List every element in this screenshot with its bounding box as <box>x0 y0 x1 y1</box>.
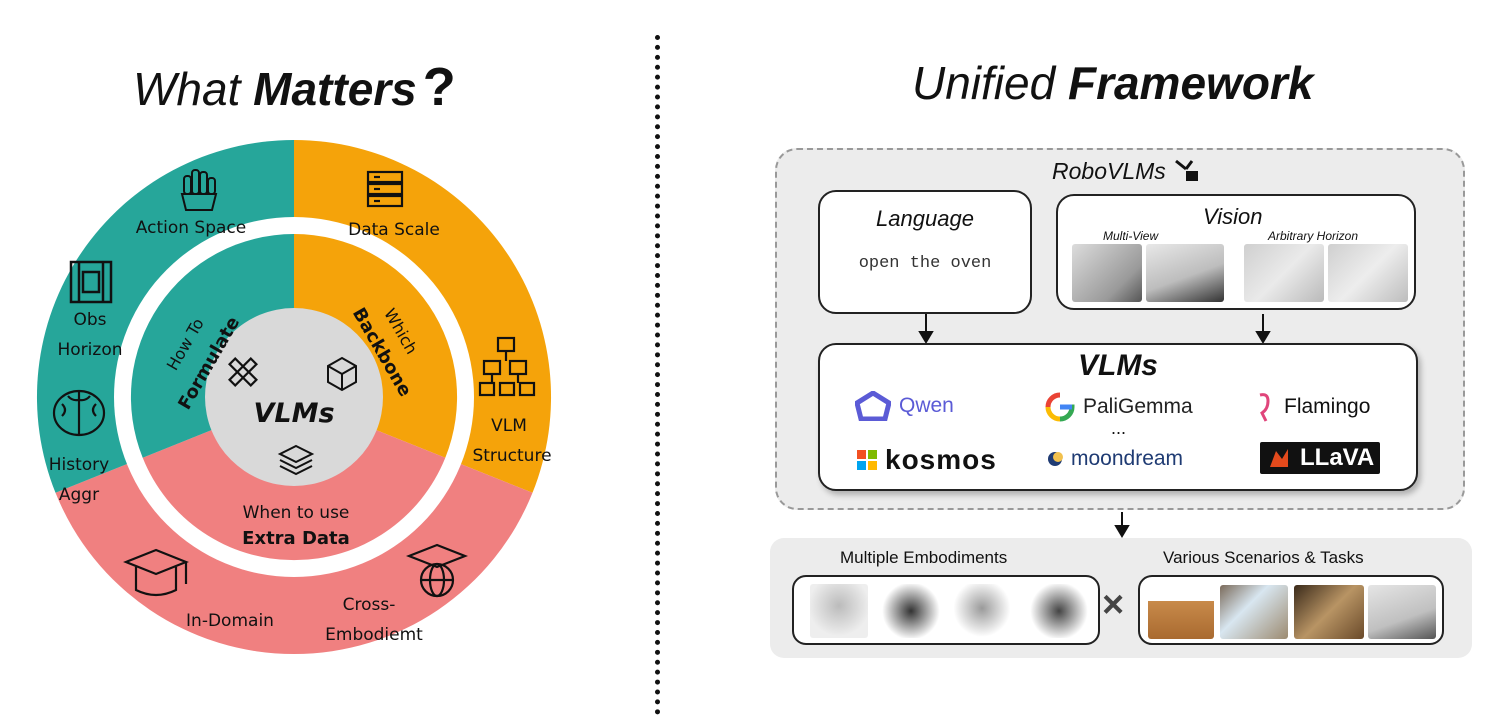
vlms-box: VLMs <box>818 343 1418 491</box>
arrows <box>918 314 1271 538</box>
robot-hand-icon <box>180 169 218 211</box>
vlm-structure-label-1: VLM <box>491 416 527 436</box>
vertical-divider <box>655 35 660 715</box>
multi-view-photo-1 <box>1072 244 1142 302</box>
qwen-icon <box>855 391 891 421</box>
data-scale-label: Data Scale <box>348 220 440 240</box>
google-g-icon <box>1045 392 1075 422</box>
center-disc <box>205 308 383 486</box>
embodiment-robot-2 <box>880 584 942 638</box>
scenario-photo-2 <box>1220 585 1288 639</box>
horizon-photo-2 <box>1328 244 1408 302</box>
language-box: Language open the oven <box>818 190 1032 314</box>
vlm-structure-label-2: Structure <box>472 446 551 466</box>
scenario-photo-4 <box>1368 585 1436 639</box>
scenario-photo-3 <box>1294 585 1364 639</box>
hierarchy-icon <box>478 336 536 397</box>
embodiment-robot-4 <box>1028 584 1090 638</box>
extra-data-label: Extra Data <box>242 528 350 549</box>
left-title: What Matters? <box>133 57 456 117</box>
qwen-logo: Qwen <box>855 391 954 421</box>
llava-logo: LLaVA <box>1260 442 1381 474</box>
cross-embodiment-label-2: Embodiemt <box>325 625 423 645</box>
brain-icon <box>52 389 106 437</box>
pencil-ruler-icon <box>228 357 258 387</box>
microsoft-icon <box>857 450 877 470</box>
obs-horizon-label-2: Horizon <box>58 340 123 360</box>
right-title: Unified Framework <box>912 57 1314 109</box>
globe-graduation-icon <box>405 543 469 598</box>
moon-icon <box>1048 452 1063 466</box>
what-matters-diagram: VLMs Action Space Obs Horizon History Ag… <box>36 139 552 655</box>
history-aggr-label-1: History <box>49 455 109 475</box>
embodiment-robot-1 <box>810 584 868 638</box>
server-stack-icon <box>366 170 404 208</box>
paligemma-logo: PaliGemma <box>1045 392 1193 422</box>
multiple-embodiments-label: Multiple Embodiments <box>840 548 1008 567</box>
graduation-cap-icon <box>123 548 189 597</box>
moondream-logo: moondream <box>1047 447 1183 471</box>
scenario-photo-1 <box>1148 585 1214 639</box>
horizon-photo-1 <box>1244 244 1324 302</box>
various-scenarios-label: Various Scenarios & Tasks <box>1163 548 1364 567</box>
language-title: Language <box>876 206 974 231</box>
film-strip-icon <box>69 260 113 304</box>
center-label: VLMs <box>253 398 334 429</box>
multi-view-label: Multi-View <box>1103 229 1159 243</box>
vision-title: Vision <box>1203 204 1263 229</box>
layers-icon <box>277 444 315 476</box>
when-to-use-label: When to use <box>243 503 350 523</box>
flamingo-logo: Flamingo <box>1252 391 1370 423</box>
arbitrary-horizon-label: Arbitrary Horizon <box>1268 229 1359 243</box>
embodiment-robot-3 <box>954 584 1010 638</box>
history-aggr-label-2: Aggr <box>59 485 99 505</box>
kosmos-logo: kosmos <box>857 444 997 476</box>
more-models-ellipsis: ... <box>1111 418 1127 438</box>
flamingo-icon <box>1259 393 1270 422</box>
in-domain-label: In-Domain <box>186 611 274 631</box>
times-symbol: × <box>1102 584 1125 626</box>
action-space-label: Action Space <box>136 218 246 238</box>
robovlms-label: RoboVLMs <box>1052 155 1202 185</box>
vlms-title: VLMs <box>1077 349 1158 382</box>
cube-node-icon <box>327 356 357 392</box>
multi-view-photo-2 <box>1146 244 1224 302</box>
cross-embodiment-label-1: Cross- <box>343 595 396 615</box>
language-instruction: open the oven <box>858 254 992 273</box>
lava-dragon-icon <box>1270 449 1288 467</box>
obs-horizon-label-1: Obs <box>73 310 106 330</box>
robot-arm-icon <box>1175 159 1199 181</box>
